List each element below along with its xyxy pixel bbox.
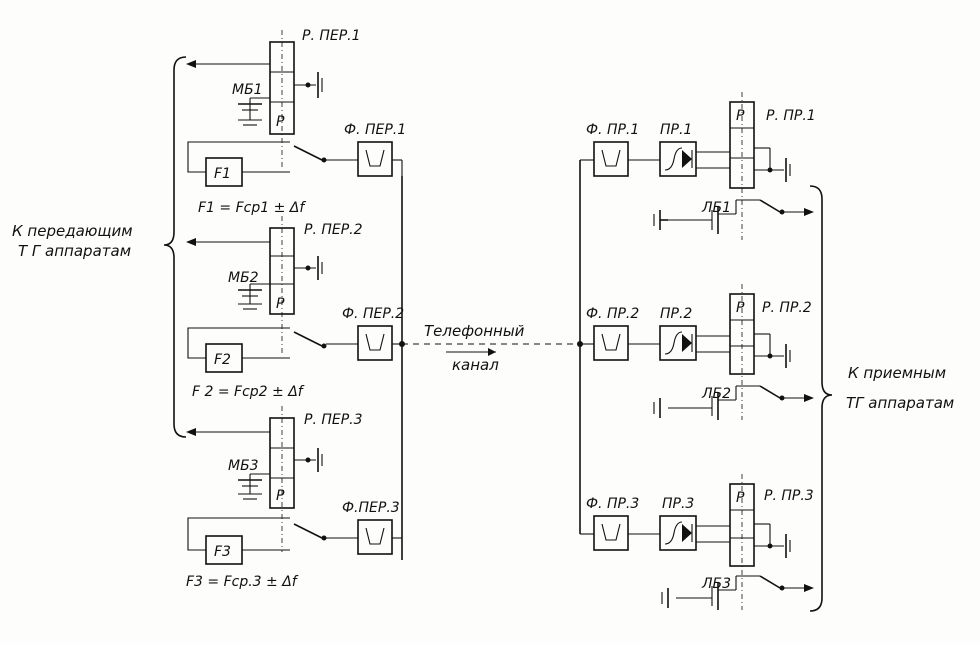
tx3-formula: F3 = Fср.3 ± Δf [186,574,299,590]
rx3-relay-coil-label: Р [736,490,745,506]
tx2-battery-label: МБ2 [228,270,259,286]
tx2-filter-label: Ф. ПЕР.2 [342,306,404,322]
rx3-filter [593,515,629,551]
channel-arrow-head [488,348,496,356]
tx3-battery-label: МБ3 [228,458,259,474]
tx3-generator [205,535,243,565]
transmitter-3: Р Р. ПЕР.3 МБ3 F3 Ф.ПЕР.3 F3 = Fср.3 ± Δ… [186,406,402,590]
tx3-filter-label: Ф.ПЕР.3 [342,500,400,516]
tx1-battery-label: МБ1 [232,82,263,98]
transmitter-1: Р Р. ПЕР.1 МБ1 F1 Ф. ПЕР.1 F1 = Fср1 ± Δ [186,28,406,216]
rx2-filter-label: Ф. ПР.2 [586,306,639,322]
rx3-rectifier-label: ПР.3 [662,496,694,512]
tx2-generator-label: F2 [214,352,231,368]
receiver-1: Ф. ПР.1 ПР.1 Р Р. ПР.1 ЛБ1 [580,92,816,240]
tx2-relay-label: Р. ПЕР.2 [304,222,363,238]
rx3-relay-label: Р. ПР.3 [764,488,814,504]
tx1-generator-label: F1 [214,166,231,182]
receiver-3: Ф. ПР.3 ПР.3 Р Р. ПР.3 ЛБ3 [580,474,814,610]
right-brace [809,185,833,612]
rx3-battery-label: ЛБ3 [701,576,731,592]
rx2-filter [593,325,629,361]
tx1-relay-label: Р. ПЕР.1 [302,28,361,44]
rx2-rectifier-label: ПР.2 [660,306,692,322]
rx1-relay-coil-label: Р [736,108,745,124]
left-group-label-line1: К передающим [12,222,133,240]
tx3-relay-label: Р. ПЕР.3 [304,412,363,428]
tx1-formula: F1 = Fср1 ± Δf [198,200,306,216]
tx2-relay-coil-label: Р [276,296,285,312]
tx2-filter [357,325,393,361]
channel-label: Телефонный [424,322,525,340]
tx3-generator-label: F3 [214,544,231,560]
rx1-rectifier-label: ПР.1 [660,122,692,138]
left-group-label-line2: Т Г аппаратам [18,242,131,260]
right-group-label-line2: ТГ аппаратам [846,394,954,412]
rx1-relay-label: Р. ПР.1 [766,108,816,124]
receiver-2: Ф. ПР.2 ПР.2 Р Р. ПР.2 ЛБ2 [580,284,814,420]
tx1-filter-label: Ф. ПЕР.1 [344,122,406,138]
rx2-relay-label: Р. ПР.2 [762,300,812,316]
tx3-relay-coil-label: Р [276,488,285,504]
tx2-formula: F 2 = Fср2 ± Δf [192,384,305,400]
tx1-filter [357,141,393,177]
right-group-label-line1: К приемным [848,364,946,382]
tx1-relay-coil-label: Р [276,114,285,130]
rx1-filter [593,141,629,177]
rx3-filter-label: Ф. ПР.3 [586,496,639,512]
rx1-filter-label: Ф. ПР.1 [586,122,639,138]
tx3-filter [357,519,393,555]
left-brace [163,56,187,438]
rx3-relay-body [729,483,755,567]
rx2-battery-label: ЛБ2 [701,386,731,402]
rx1-battery-label: ЛБ1 [701,200,731,216]
channel-label-line2: канал [452,356,499,374]
transmitter-2: Р Р. ПЕР.2 МБ2 F2 Ф. ПЕР.2 F 2 = Fср2 ± … [186,216,404,400]
rx2-relay-coil-label: Р [736,300,745,316]
